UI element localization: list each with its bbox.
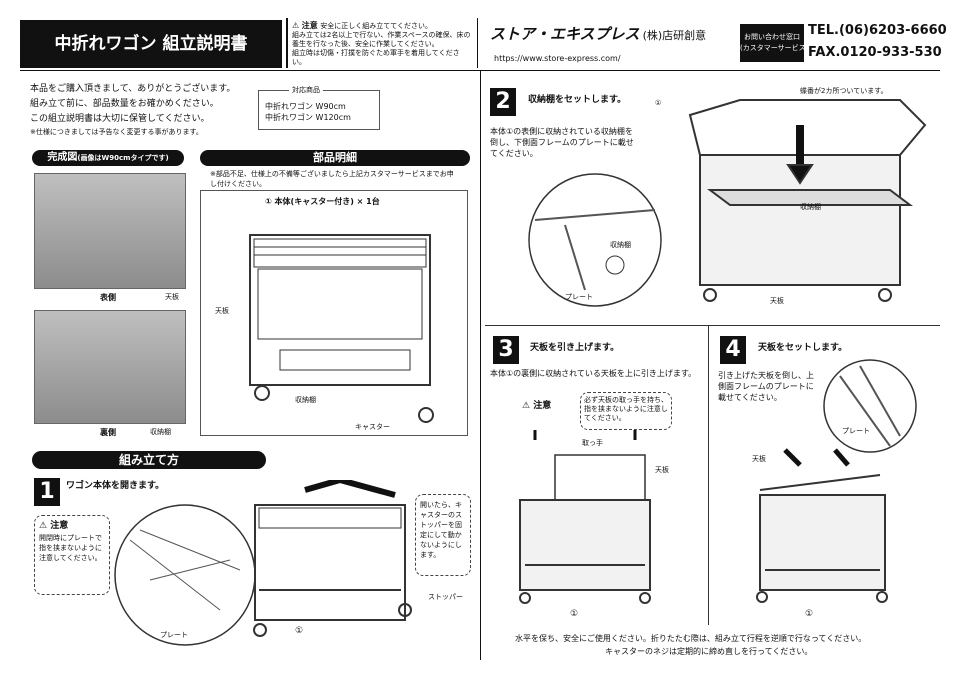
- step4-label-top: 天板: [752, 455, 766, 463]
- vertical-divider: [480, 70, 481, 660]
- step1-note: 開いたら、キャスターのストッパーを固定にして動かないようにします。: [415, 494, 471, 576]
- warning-icon: ⚠: [292, 21, 300, 30]
- step3-text: 本体①の裏側に収納されている天板を上に引き上げます。: [490, 369, 697, 378]
- website-url: https://www.store-express.com/: [494, 54, 621, 63]
- step2-label-shelf2: 収納棚: [610, 241, 631, 249]
- step4-detail-circle: [823, 359, 917, 453]
- step3-number: 3: [493, 336, 519, 364]
- step1-label-stopper: ストッパー: [428, 593, 463, 601]
- warning-icon: ⚠: [39, 521, 48, 531]
- parts-box: [200, 190, 468, 436]
- step-divider: [485, 325, 940, 326]
- cart-drawing-step1: [253, 480, 412, 637]
- step1-label-body: ①: [295, 626, 304, 636]
- step3-label-body: ①: [570, 609, 579, 619]
- cart-drawing-step4: [756, 448, 888, 603]
- parts-note: ※部品不足、仕様上の不備等ございましたら上記カスタマーサービスまでお申し付けくだ…: [210, 170, 454, 188]
- step2-label-hinge: 蝶番が2カ所ついています。: [800, 87, 888, 95]
- step3-caution: 必ず天板の取っ手を持ち、指を挟まないように注意してください。: [580, 392, 672, 430]
- step-divider-vertical: [708, 325, 709, 625]
- step2-label-top: 天板: [770, 297, 784, 305]
- caution-box: ⚠ 注意 安全に正しく組み立ててください。 組み立ては2名以上で行ない、作業スペ…: [286, 18, 478, 68]
- step4-label-body: ①: [805, 609, 814, 619]
- tel: TEL.(06)6203-6660: [808, 23, 947, 38]
- photo-front: [34, 173, 186, 289]
- step3-caution-label: ⚠ 注意: [522, 401, 552, 411]
- step1-number: 1: [34, 478, 60, 506]
- step2-title: 収納棚をセットします。: [528, 95, 627, 105]
- header-title-bar: 中折れワゴン 組立説明書: [20, 20, 282, 68]
- completed-heading: 完成図(画像はW90cmタイプです): [32, 150, 184, 166]
- step1-detail-circle: [114, 504, 256, 646]
- step4-label-plate: プレート: [842, 427, 870, 435]
- footer-note-2: キャスターのネジは定期的に締め直しを行ってください。: [605, 647, 813, 656]
- footer-note-1: 水平を保ち、安全にご使用ください。折りたたむ際は、組み立て行程を逆順で行なってく…: [515, 634, 867, 643]
- step3-title: 天板を引き上げます。: [530, 343, 620, 353]
- cart-drawing-step2: [688, 99, 927, 302]
- step1-caution: ⚠ 注意 開閉時にプレートで指を挟まないように注意してください。: [34, 515, 110, 595]
- label-top: 天板: [165, 293, 179, 301]
- parts-label-caster: キャスター: [355, 423, 390, 431]
- step1-label-plate: プレート: [160, 631, 188, 639]
- label-shelf: 収納棚: [150, 428, 171, 436]
- contact-badge: お問い合わせ窓口(カスタマーサービス): [740, 24, 804, 62]
- fax: FAX.0120-933-530: [808, 45, 942, 60]
- parts-label-shelf: 収納棚: [295, 396, 316, 404]
- label-back: 裏側: [100, 428, 116, 437]
- parts-label-top: 天板: [215, 307, 229, 315]
- step4-title: 天板をセットします。: [758, 343, 848, 353]
- step3-label-handle: 取っ手: [582, 439, 603, 447]
- assembly-heading: 組み立て方: [32, 451, 266, 469]
- intro-text: 本品をご購入頂きまして、ありがとうございます。組み立て前に、部品数量をお確かめく…: [30, 84, 236, 136]
- step2-label-plate: プレート: [565, 293, 593, 301]
- parts-item: ① 本体(キャスター付き) × 1台: [265, 197, 380, 206]
- step1-title: ワゴン本体を開きます。: [66, 481, 165, 491]
- step4-text: 引き上げた天板を倒し、上側面フレームのプレートに載せてください。: [718, 371, 814, 402]
- step2-label-body: ①: [655, 99, 662, 107]
- step2-label-shelf: 収納棚: [800, 203, 821, 211]
- warning-icon: ⚠: [522, 401, 531, 411]
- step2-number: 2: [490, 88, 516, 116]
- cart-drawing-step3: [519, 430, 651, 604]
- parts-heading: 部品明細: [200, 150, 470, 166]
- step4-number: 4: [720, 336, 746, 364]
- cart-drawing-parts: [249, 234, 434, 423]
- step2-detail-circle: [528, 173, 662, 307]
- photo-back: [34, 310, 186, 424]
- step3-label-top: 天板: [655, 466, 669, 474]
- label-front: 表側: [100, 293, 116, 302]
- brand-logo: ストア・エキスプレス(株)店研創意: [490, 25, 707, 43]
- step2-text: 本体①の表側に収納されている収納棚を倒し、下側面フレームのプレートに載せてくださ…: [490, 127, 634, 158]
